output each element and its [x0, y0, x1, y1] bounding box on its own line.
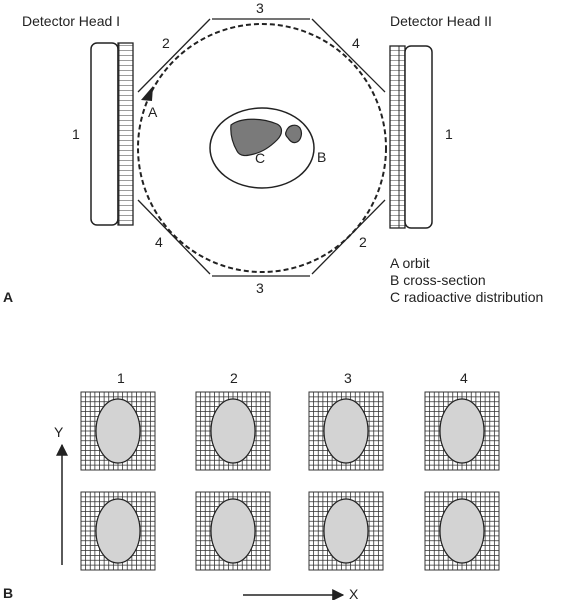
segment-upper-right: [311, 18, 386, 93]
segment-upper-right-label: 4: [352, 35, 360, 51]
radioactive-distribution-spleen: [285, 124, 303, 144]
radioactive-distribution-liver: [230, 118, 283, 157]
projection-tile-r2-c3: [308, 491, 384, 571]
orbit-marker-label: A: [148, 104, 158, 120]
projection-ellipse: [210, 398, 256, 464]
legend-item-radioactive-distribution: C radioactive distribution: [390, 289, 543, 305]
column-4-label: 4: [460, 370, 468, 386]
detector-head-1-housing: [90, 42, 119, 226]
legend-item-cross-section: B cross-section: [390, 272, 486, 288]
cross-section-marker-label: B: [317, 149, 326, 165]
panel-b-letter: B: [3, 585, 13, 600]
legend-item-orbit: A orbit: [390, 255, 430, 271]
housing-left-label: 1: [72, 126, 80, 142]
orbit-arrowhead: [141, 86, 153, 101]
detector-head-1-collimator: [117, 42, 134, 226]
projection-tile-r1-c2: [195, 391, 271, 471]
projection-ellipse: [439, 398, 485, 464]
panel-b: 1 2 3 4 Y X B: [3, 370, 500, 600]
projection-ellipse: [95, 498, 141, 564]
projection-ellipse: [210, 498, 256, 564]
segment-bottom-label: 3: [256, 280, 264, 296]
projection-ellipse: [439, 498, 485, 564]
panel-a: Detector Head I Detector Head II 3 3 2 4…: [3, 0, 543, 305]
column-2-label: 2: [230, 370, 238, 386]
panel-a-letter: A: [3, 289, 13, 305]
segment-lower-right-label: 2: [359, 234, 367, 250]
projection-ellipse: [323, 498, 369, 564]
orbit-path: [137, 23, 387, 273]
projection-tile-r2-c1: [80, 491, 156, 571]
column-3-label: 3: [344, 370, 352, 386]
x-axis-label: X: [349, 586, 359, 600]
distribution-marker-label: C: [255, 150, 265, 166]
y-axis-label: Y: [54, 424, 64, 440]
projection-ellipse: [95, 398, 141, 464]
projection-tile-r1-c4: [424, 391, 500, 471]
projection-tile-r2-c4: [424, 491, 500, 571]
segment-upper-left-label: 2: [162, 35, 170, 51]
segment-lower-left-label: 4: [155, 234, 163, 250]
segment-upper-left: [137, 18, 211, 93]
projection-tile-r2-c2: [195, 491, 271, 571]
detector-head-2-housing: [404, 45, 433, 229]
housing-right-label: 1: [445, 126, 453, 142]
detector-head-1-label: Detector Head I: [22, 13, 120, 29]
detector-head-2-label: Detector Head II: [390, 13, 492, 29]
projection-tile-r1-c3: [308, 391, 384, 471]
detector-head-2-collimator: [389, 45, 406, 229]
segment-top-label: 3: [256, 0, 264, 16]
column-1-label: 1: [117, 370, 125, 386]
projection-ellipse: [323, 398, 369, 464]
projection-grid-container: [80, 391, 500, 571]
projection-tile-r1-c1: [80, 391, 156, 471]
segment-lower-left: [137, 199, 211, 275]
